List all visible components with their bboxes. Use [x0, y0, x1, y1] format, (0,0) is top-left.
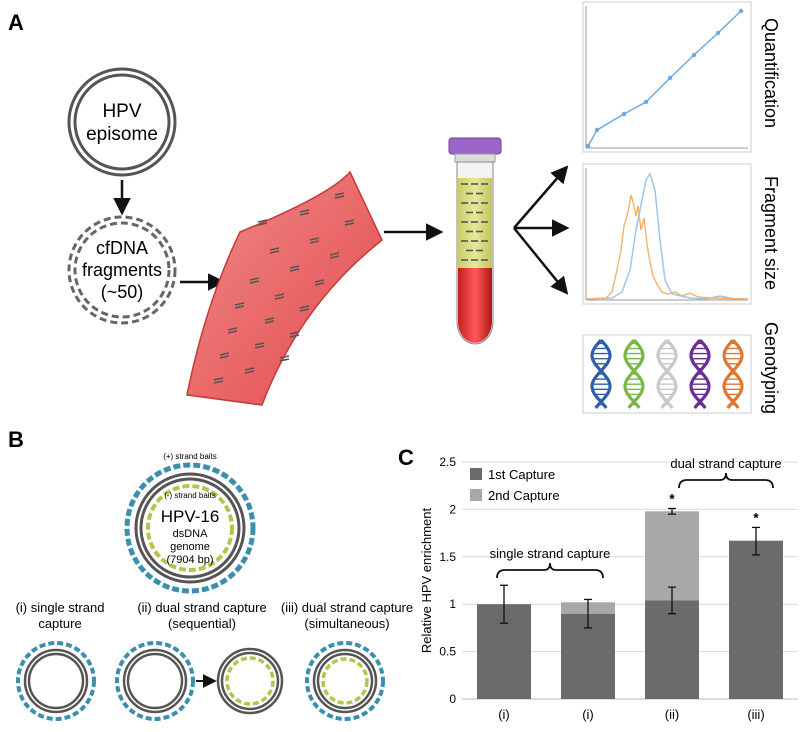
cfdna-fragments: cfDNA fragments (~50) [67, 215, 177, 325]
panel-a: A HPV episome cfDNA fragments (~50) [8, 1, 781, 414]
quantification-plot [582, 1, 752, 153]
single-strand-brace: single strand capture [490, 546, 611, 579]
panel-a-letter: A [8, 10, 24, 35]
mode-ii-line-2: (sequential) [168, 616, 236, 631]
arrow-to-quantification [513, 165, 569, 229]
plasma-ribbon [186, 170, 383, 406]
x-tick-label: (ii) [665, 707, 679, 722]
quantification-label: Quantification [761, 18, 781, 128]
genotyping-label: Genotyping [761, 322, 781, 414]
dual-strand-brace-label: dual strand capture [670, 456, 781, 471]
mode-i-diagram [16, 641, 96, 721]
fragments-line-3: (~50) [101, 282, 144, 302]
arrow-to-genotyping [513, 227, 569, 295]
mode-iii-diagram [305, 641, 385, 721]
mode-i-line-1: (i) single strand [16, 600, 105, 615]
genome-line-2: dsDNA [173, 528, 209, 540]
y-tick-label: 0 [449, 692, 456, 706]
y-tick-label: 1.5 [439, 550, 456, 564]
error-bar [500, 584, 508, 624]
fragments-line-2: fragments [82, 260, 162, 280]
hpv16-genome-diagram: (+) strand baits (-) strand baits HPV-16… [124, 452, 256, 594]
error-bar [752, 526, 760, 556]
panel-b-letter: B [8, 427, 24, 452]
legend-swatch [470, 468, 482, 480]
episome-line-1: HPV [102, 101, 141, 122]
significance-marker: * [669, 490, 675, 506]
bar-2nd-capture [645, 511, 699, 601]
legend-label: 2nd Capture [488, 488, 560, 503]
x-tick-label: (i) [582, 707, 594, 722]
legend-label: 1st Capture [488, 467, 555, 482]
y-tick-label: 2 [449, 502, 456, 516]
genome-line-4: (7904 bp) [166, 554, 213, 566]
mode-i-line-2: capture [38, 616, 81, 631]
hpv-episome: HPV episome [67, 67, 177, 177]
y-tick-label: 0.5 [439, 645, 456, 659]
fragment-size-label: Fragment size [761, 176, 781, 290]
fragment-size-plot [582, 163, 752, 305]
mode-ii-diagram [115, 641, 284, 721]
genome-line-3: genome [170, 541, 210, 553]
bar-1st-capture [729, 540, 783, 699]
significance-marker: * [753, 509, 759, 525]
capture-tube [448, 137, 502, 345]
mode-iii-line-1: (iii) dual strand capture [281, 600, 413, 615]
fragments-line-1: cfDNA [96, 238, 148, 258]
single-strand-brace-label: single strand capture [490, 546, 611, 561]
error-bar [584, 598, 592, 629]
plus-strand-baits-label: (+) strand baits [163, 452, 217, 461]
error-bar [668, 586, 676, 615]
episome-line-2: episome [86, 124, 158, 145]
bar-1st-capture [645, 600, 699, 699]
dual-strand-brace: dual strand capture [670, 456, 782, 489]
x-tick-label: (i) [498, 707, 510, 722]
panel-b: B (+) strand baits (-) strand baits HPV-… [8, 427, 413, 721]
mode-ii-line-1: (ii) dual strand capture [137, 600, 266, 615]
legend-swatch [470, 489, 482, 501]
y-tick-label: 2.5 [439, 455, 456, 469]
x-tick-label: (iii) [747, 707, 764, 722]
helix-group [590, 338, 744, 409]
error-bar [668, 507, 676, 515]
genome-name: HPV-16 [161, 507, 220, 526]
minus-strand-baits-label: (-) strand baits [164, 491, 216, 500]
mode-iii-line-2: (simultaneous) [304, 616, 389, 631]
y-axis-label: Relative HPV enrichment [419, 508, 434, 654]
y-tick-label: 1 [449, 597, 456, 611]
genotyping-panel [582, 334, 752, 414]
panel-c-letter: C [398, 445, 414, 470]
